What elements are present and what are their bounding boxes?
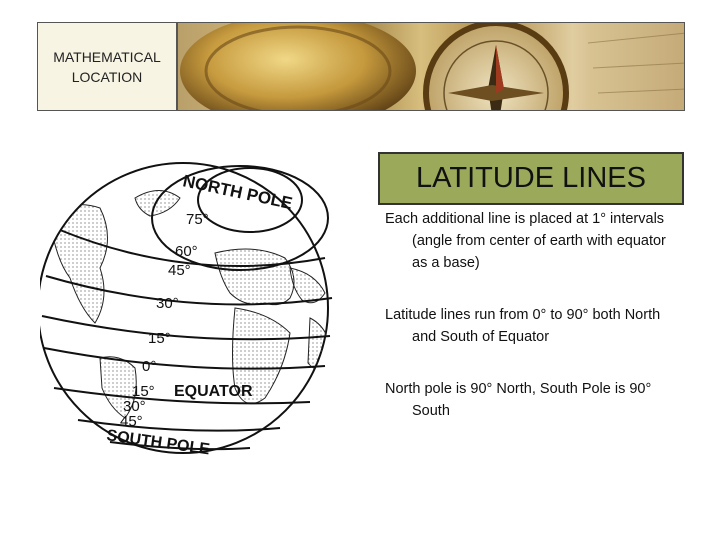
lat-45n-label: 45°	[168, 262, 191, 279]
lat-0-label: 0°	[142, 358, 156, 375]
lat-60-label: 60°	[175, 243, 198, 260]
compass-banner-image	[177, 22, 685, 111]
bullet-item: Latitude lines run from 0° to 90° both N…	[385, 307, 661, 345]
lat-75-label: 75°	[186, 211, 209, 228]
bullet-item: Each additional line is placed at 1° int…	[385, 211, 666, 271]
section-heading-box: LATITUDE LINES	[378, 152, 684, 205]
lat-15n-label: 15°	[148, 330, 171, 347]
slide-title: MATHEMATICAL LOCATION	[53, 48, 161, 85]
equator-label: EQUATOR	[174, 383, 253, 400]
lat-45s-label: 45°	[120, 413, 143, 430]
lat-15s-label: 15°	[132, 383, 155, 400]
lat-30s-label: 30°	[123, 398, 146, 415]
latitude-globe-diagram: NORTH POLE 75° 60° 45° 30° 15° 0° 15° EQ…	[40, 162, 333, 458]
lat-30n-label: 30°	[156, 295, 179, 312]
slide-title-box: MATHEMATICAL LOCATION	[37, 22, 177, 111]
compass-icon	[180, 23, 684, 110]
bullet-item: North pole is 90° North, South Pole is 9…	[385, 381, 652, 419]
bullet-list: Each additional line is placed at 1° int…	[385, 208, 685, 452]
latitude-lines	[41, 165, 333, 451]
section-heading: LATITUDE LINES	[416, 162, 646, 194]
